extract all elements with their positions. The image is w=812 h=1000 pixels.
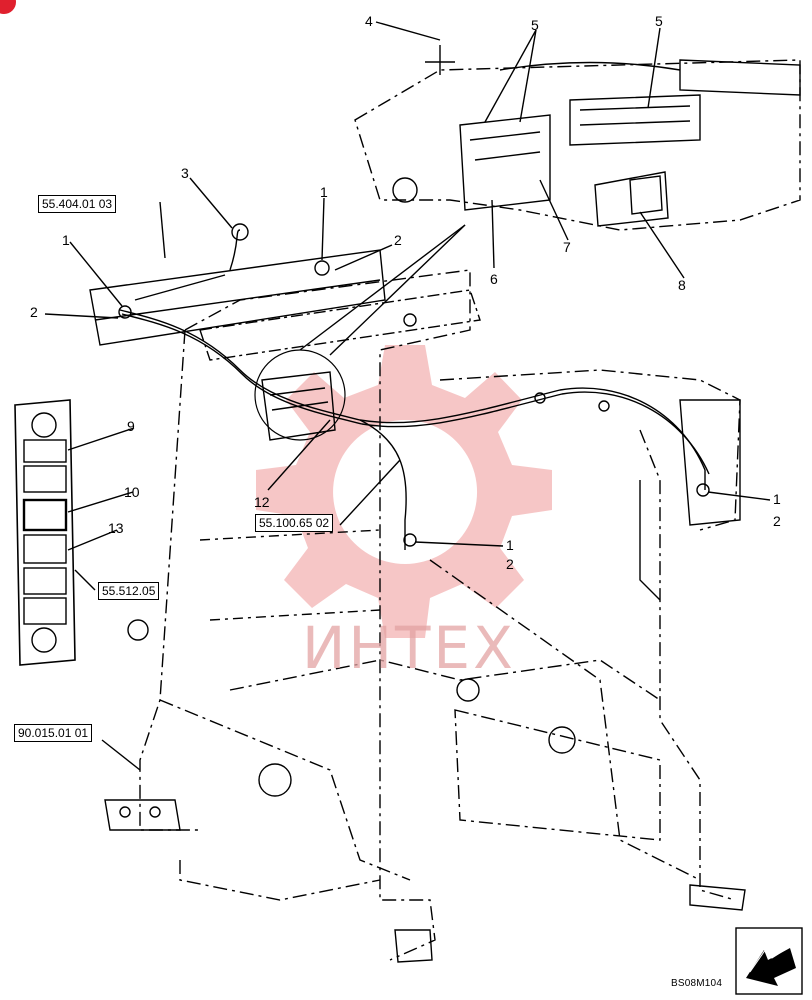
callout-1-mid: 1 bbox=[506, 537, 514, 553]
ref-90-015-01-01[interactable]: 90.015.01 01 bbox=[14, 724, 93, 742]
callout-1-left: 1 bbox=[62, 232, 70, 248]
callout-10: 10 bbox=[124, 484, 140, 500]
watermark-text: ИНТЕХ bbox=[302, 614, 516, 682]
callout-4: 4 bbox=[365, 13, 373, 29]
callout-7: 7 bbox=[563, 239, 571, 255]
corner-badge bbox=[0, 0, 16, 14]
callout-1-right: 1 bbox=[773, 491, 781, 507]
callout-1-top: 1 bbox=[320, 184, 328, 200]
callout-5-left: 5 bbox=[531, 17, 539, 33]
callout-2-top: 2 bbox=[394, 232, 402, 248]
callout-9: 9 bbox=[127, 418, 135, 434]
watermark-gear-icon bbox=[256, 345, 552, 638]
callout-6: 6 bbox=[490, 271, 498, 287]
direction-arrow-icon bbox=[746, 943, 796, 986]
callout-2-mid: 2 bbox=[506, 556, 514, 572]
ref-55-100-65-02[interactable]: 55.100.65 02 bbox=[255, 514, 334, 532]
callout-3: 3 bbox=[181, 165, 189, 181]
callout-5-right: 5 bbox=[655, 13, 663, 29]
drawing-id: BS08M104 bbox=[671, 978, 723, 989]
callout-12: 12 bbox=[254, 494, 270, 510]
ref-55-404-01-03[interactable]: 55.404.01 03 bbox=[38, 195, 117, 213]
callout-8: 8 bbox=[678, 277, 686, 293]
callout-2-left: 2 bbox=[30, 304, 38, 320]
callout-2-right: 2 bbox=[773, 513, 781, 529]
callout-13: 13 bbox=[108, 520, 124, 536]
ref-55-512-05[interactable]: 55.512.05 bbox=[98, 582, 160, 600]
